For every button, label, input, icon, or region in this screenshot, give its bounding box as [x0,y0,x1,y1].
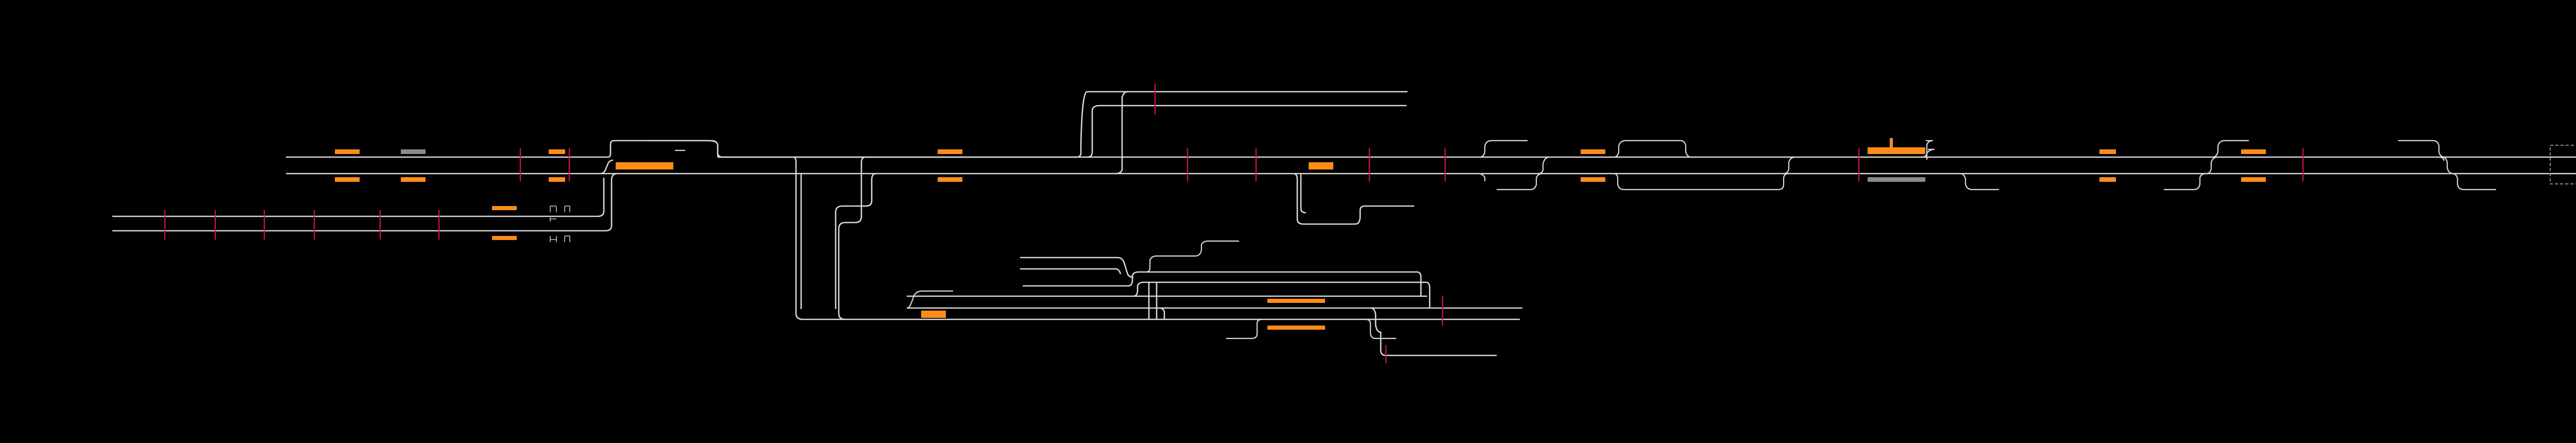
platform-marker [1581,149,1605,154]
platform-marker [401,177,426,182]
track-segment [1479,140,1528,158]
track-segment [1926,148,1935,160]
platform-marker [921,311,946,318]
track-segment [112,173,618,232]
track-segment [2164,173,2207,191]
track-segment [2452,173,2496,191]
track-segment [1133,281,1431,308]
platform-marker [1309,162,1333,169]
platform-marker [549,177,565,182]
platform-marker [2099,177,2116,182]
buffer-stop-icon [550,206,557,212]
platform-marker [492,206,517,210]
buffer-stop-group [550,145,2576,242]
track-segment [838,156,866,320]
track-segment [835,173,876,309]
track-segment [906,290,953,309]
buffer-stop-icon [564,206,570,212]
track-segment [1293,173,1414,225]
track-segment [1613,173,1789,191]
track-segment [1497,173,1544,191]
track-segment [1478,173,1486,181]
buffer-stop-icon [2550,145,2576,184]
track-segment [2212,140,2249,158]
platform-marker [335,149,360,154]
platform-marker [401,149,426,154]
track-segment [1020,268,1122,275]
platform-marker [2099,149,2116,154]
track-segment [286,91,1408,158]
platform-marker [1267,299,1325,303]
buffer-stop-icon [550,236,557,242]
platform-marker [2241,177,2266,182]
track-segment [2398,140,2446,158]
track-segment [1365,318,1396,339]
track-segment [1300,174,1307,214]
track-segment [1087,105,1406,158]
track-segment [1783,156,1796,175]
platform-layer [335,138,2266,330]
track-segment [2438,156,2445,161]
track-segment [1921,140,1934,158]
signal-layer [164,83,2304,363]
track-segment [1960,173,1999,191]
platform-marker [1868,147,1925,154]
track-segment [650,140,719,157]
track-segment [2442,156,2454,175]
track-segment [1613,140,1691,158]
buffer-stop-icon [550,216,556,222]
track-segment [1146,240,1239,273]
platform-marker [938,149,962,154]
track-segment [1226,318,1263,339]
platform-marker [1868,177,1925,182]
platform-marker [549,149,565,154]
platform-marker [616,162,673,169]
platform-marker [938,177,962,182]
buffer-stop-icon [564,235,570,242]
track-segment [2206,156,2218,175]
platform-marker [1890,138,1893,148]
track-segment [1128,271,1422,296]
track-segment [1537,156,1550,175]
track-segment [1370,307,1497,356]
track-segment [286,159,614,175]
platform-marker [1581,177,1605,182]
platform-marker [492,236,517,240]
track-segment [1115,91,1129,175]
track-segment [1020,257,1134,278]
track-segment [112,178,605,217]
track-layer [112,91,2576,356]
track-segment [793,156,1520,320]
platform-marker [1267,326,1325,330]
platform-marker [335,177,360,182]
platform-marker [2241,149,2266,154]
track-segment [1159,307,1165,319]
